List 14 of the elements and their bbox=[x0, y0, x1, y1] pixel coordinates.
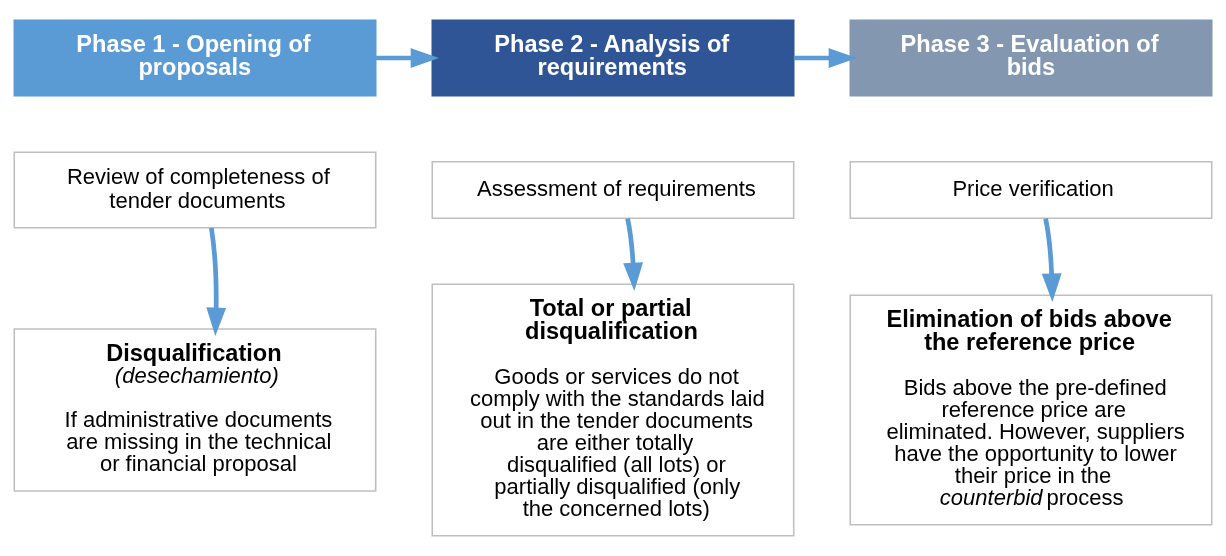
arrow bbox=[206, 227, 227, 336]
arrow bbox=[1041, 218, 1062, 302]
arrow bbox=[623, 218, 643, 292]
node-box: Phase 2 - Analysis of requirements bbox=[431, 19, 795, 97]
arrow bbox=[793, 48, 857, 68]
node-box: Phase 1 - Opening of proposals bbox=[13, 19, 377, 97]
node-box: Elimination of bids above the reference price Bids above the pre-defined reference price are eliminated. However, suppliers have the opportunity to lower their price in the counterbid process bbox=[849, 294, 1213, 526]
node-box: Assessment of requirements bbox=[431, 160, 795, 220]
node-box: Total or partial disqualification Goods or services do not comply with the standards laid out in the tender documents are either totally disqualified (all lots) or partially disqualified (only the concerned lots) bbox=[431, 283, 795, 537]
node-box: Price verification bbox=[849, 160, 1213, 220]
node-box: Disqualification (desechamiento) If administrative documents are missing in the technical or financial proposal bbox=[13, 328, 377, 492]
arrow bbox=[375, 48, 439, 68]
node-box: Phase 3 - Evaluation of bids bbox=[849, 19, 1213, 97]
node-box: Review of completeness of tender documents bbox=[13, 151, 377, 229]
